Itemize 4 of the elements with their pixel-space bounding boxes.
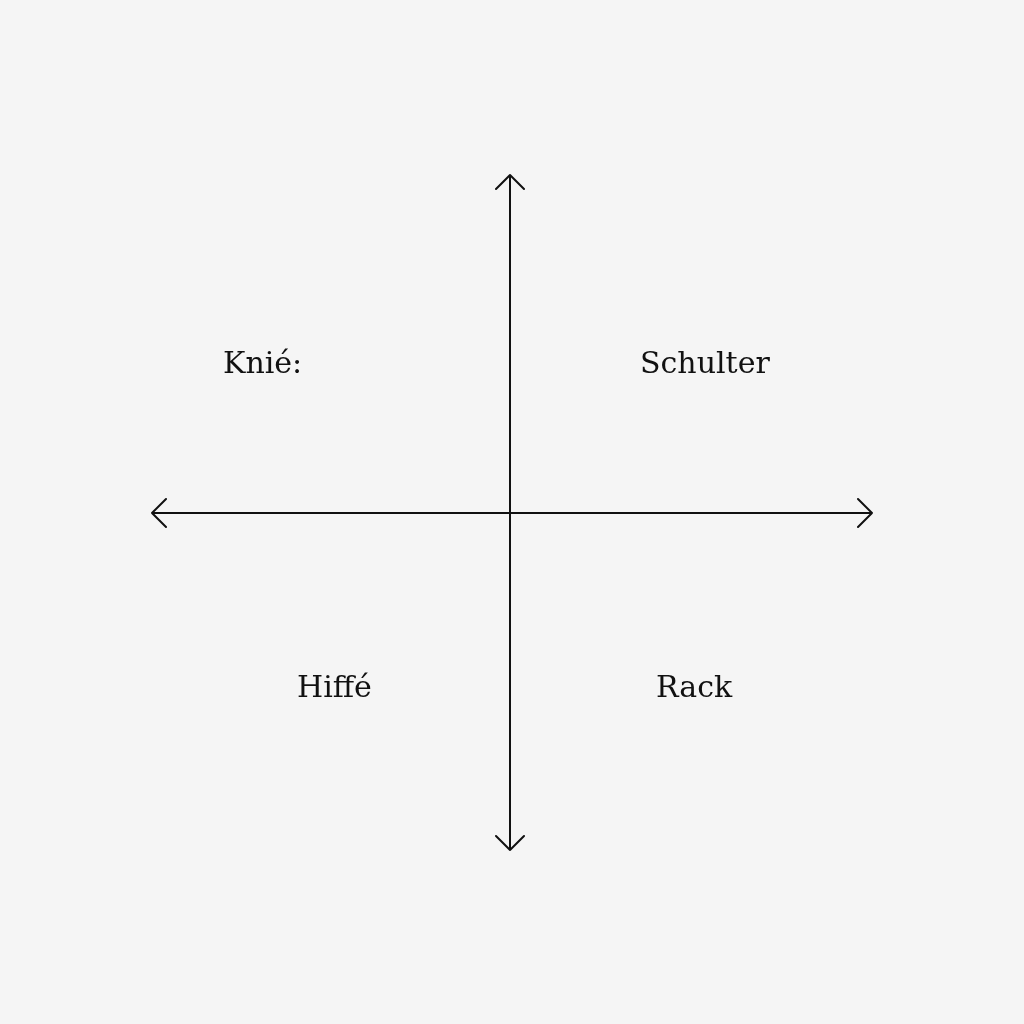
quadrant-label: Rack xyxy=(656,672,733,702)
quadrant-label: Hiffé xyxy=(297,672,372,702)
quadrant-label: Schulter xyxy=(640,348,770,378)
quadrant-label: Knié: xyxy=(223,348,303,378)
